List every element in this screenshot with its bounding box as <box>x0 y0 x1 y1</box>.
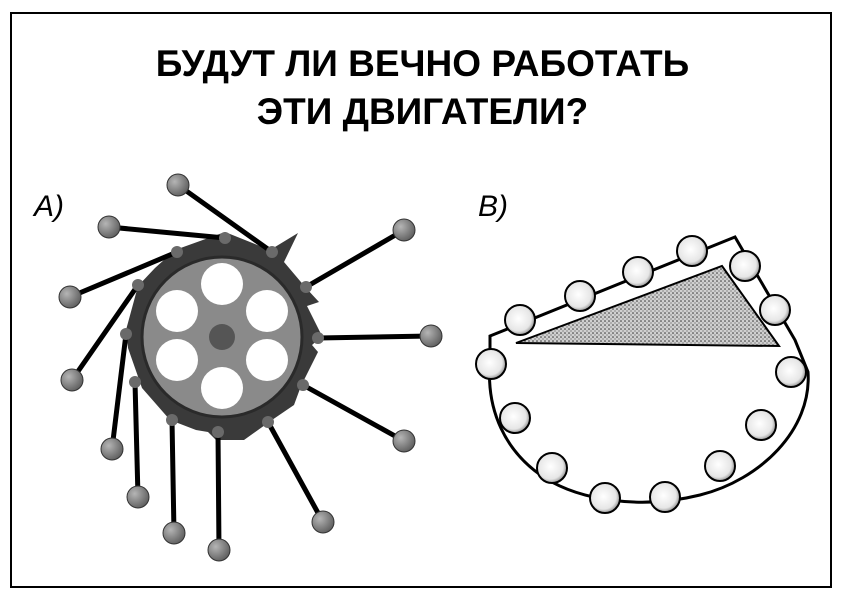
rod-joint <box>120 328 132 340</box>
rod-joint <box>132 279 144 291</box>
panel-a-label: A) <box>34 190 64 223</box>
rod <box>132 379 141 500</box>
wheel-hole <box>156 290 198 332</box>
weight-ball <box>58 285 82 309</box>
chain-machine-b <box>475 235 810 514</box>
weight-ball <box>162 521 186 545</box>
rod-joints <box>120 232 324 438</box>
weight-ball <box>419 324 443 348</box>
rod <box>109 331 129 452</box>
rod <box>69 282 141 383</box>
rod <box>315 333 434 341</box>
chain-ball <box>499 402 531 434</box>
chain-ball <box>504 304 536 336</box>
weight-balls <box>58 173 443 562</box>
rod <box>265 419 326 525</box>
chain-ball <box>649 481 681 513</box>
wedge-triangle <box>515 264 781 348</box>
weight-ball <box>100 437 124 461</box>
weight-ball <box>392 429 416 453</box>
ball-chain-track <box>487 235 810 504</box>
chain-ball <box>729 250 761 282</box>
weight-ball <box>311 510 335 534</box>
rod-joint <box>212 426 224 438</box>
wheel-hub <box>209 324 235 350</box>
title-line-1: БУДУТ ЛИ ВЕЧНО РАБОТАТЬ <box>155 43 690 84</box>
rod-joint <box>300 281 312 293</box>
rod <box>106 224 228 241</box>
rod-joint <box>129 376 141 388</box>
rod-joint <box>219 232 231 244</box>
wheel-hole <box>246 290 288 332</box>
chain-ball <box>775 356 807 388</box>
wheel-hole <box>246 339 288 381</box>
chain-ball <box>676 235 708 267</box>
rod-joint <box>312 332 324 344</box>
chain-ball <box>759 294 791 326</box>
wheel-rods <box>67 182 434 553</box>
rod-joint <box>297 379 309 391</box>
rod-joint <box>266 246 278 258</box>
weight-ball <box>166 173 190 197</box>
rod <box>175 182 275 255</box>
wheel-holes <box>156 263 288 409</box>
weight-ball <box>392 218 416 242</box>
wheel-hole <box>156 339 198 381</box>
wheel-hole <box>201 367 243 409</box>
chain-ball <box>622 256 654 288</box>
weight-ball <box>97 215 121 239</box>
chain-ball <box>704 450 736 482</box>
figure-title: БУДУТ ЛИ ВЕЧНО РАБОТАТЬ ЭТИ ДВИГАТЕЛИ? <box>0 40 845 136</box>
chain-ball <box>745 409 777 441</box>
rod-joint <box>171 246 183 258</box>
panel-b-label: B) <box>478 190 508 223</box>
rod-joint <box>262 416 274 428</box>
wheel-hole <box>201 263 243 305</box>
rod <box>169 417 177 536</box>
weight-ball <box>60 368 84 392</box>
chain-ball <box>536 452 568 484</box>
weight-ball <box>207 538 231 562</box>
title-line-2: ЭТИ ДВИГАТЕЛИ? <box>256 91 589 132</box>
chain-ball <box>475 348 507 380</box>
rod-joint <box>166 414 178 426</box>
chain-balls <box>475 235 807 514</box>
weight-ball <box>126 485 150 509</box>
chain-ball <box>589 482 621 514</box>
chain-ball <box>564 280 596 312</box>
rod <box>303 227 407 290</box>
wheel-a <box>58 173 443 562</box>
rod <box>215 429 222 553</box>
rod <box>300 382 407 444</box>
rod <box>67 249 180 300</box>
